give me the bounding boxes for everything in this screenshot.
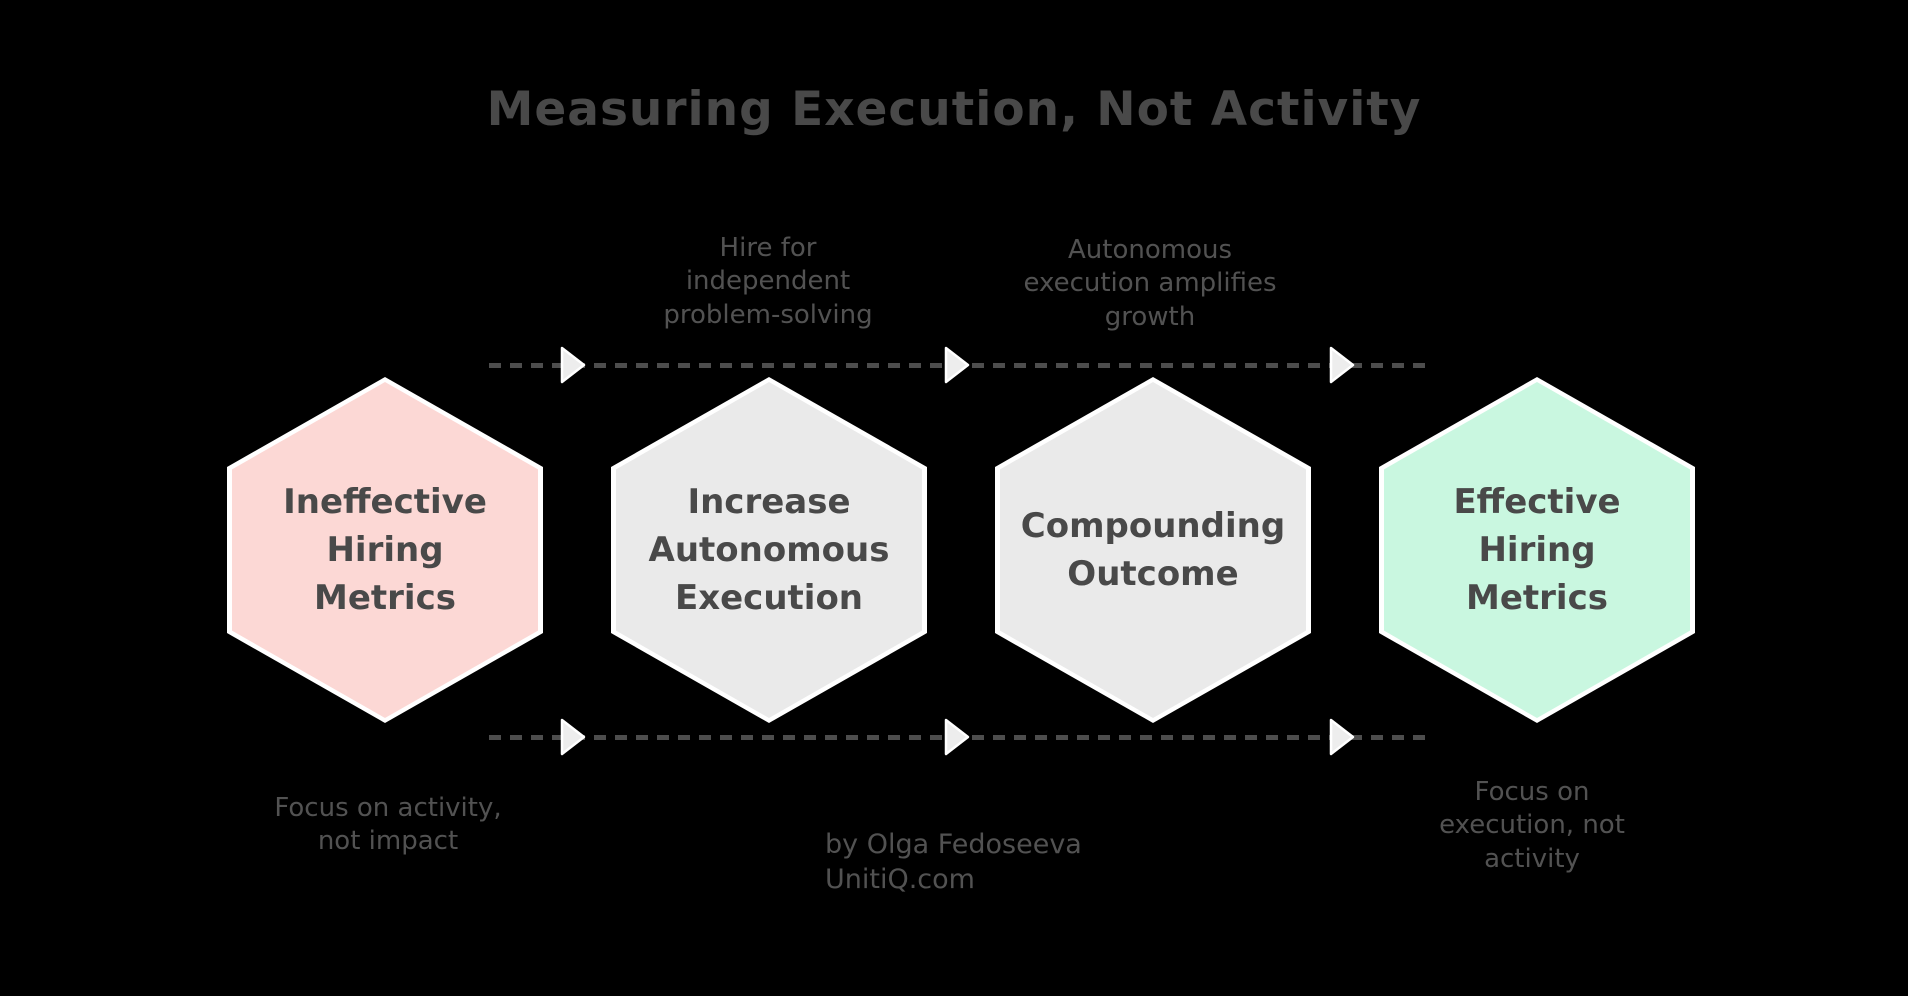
hexagon-ineffective-hiring-metrics: Ineffective Hiring Metrics [227,377,543,723]
hexagon-compounding-outcome: Compounding Outcome [995,377,1311,723]
hexagon-label: Effective Hiring Metrics [1453,481,1621,619]
annotation-focus-on-execution: Focus on execution, not activity [1439,777,1625,874]
arrowhead-right-icon [944,346,970,384]
edge-label-hire-for-independent-problem-solving: Hire for independent problem-solving [663,233,873,330]
hexagon-label: Increase Autonomous Execution [648,481,890,619]
attribution-text: by Olga Fedoseeva UnitiQ.com [825,829,1082,895]
arrowhead-right-icon [560,346,586,384]
arrowhead-right-icon [560,718,586,756]
hexagon-effective-hiring-metrics: Effective Hiring Metrics [1379,377,1695,723]
annotation-focus-on-activity: Focus on activity, not impact [274,793,502,857]
arrowhead-right-icon [1329,718,1355,756]
hexagon-label: Ineffective Hiring Metrics [283,481,487,619]
arrowhead-right-icon [944,718,970,756]
diagram-title: Measuring Execution, Not Activity [486,82,1422,137]
hexagon-increase-autonomous-execution: Increase Autonomous Execution [611,377,927,723]
arrowhead-right-icon [1329,346,1355,384]
edge-label-autonomous-execution-amplifies-growth: Autonomous execution amplifies growth [1023,235,1277,332]
hexagon-label: Compounding Outcome [1020,505,1286,594]
